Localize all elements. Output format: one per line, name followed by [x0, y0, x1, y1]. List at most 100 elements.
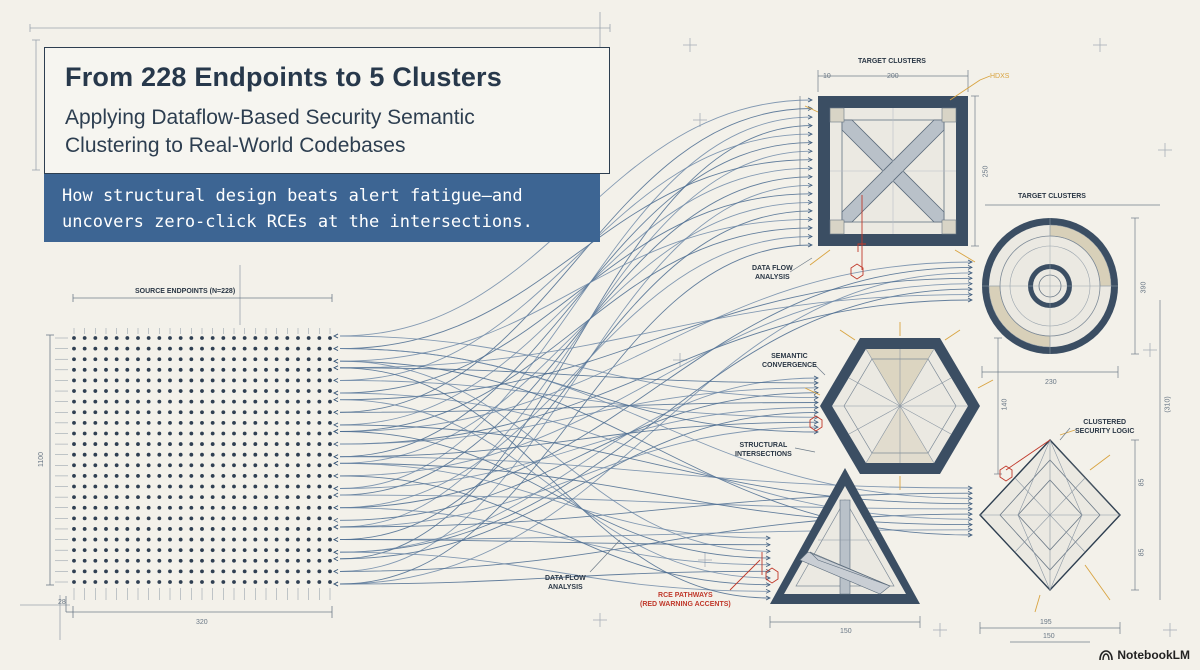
endpoint-dot: [168, 463, 172, 468]
endpoint-dot: [242, 357, 247, 362]
dataflow-line: [339, 218, 813, 362]
endpoint-dot: [72, 463, 76, 468]
flow-source-arrow: [333, 441, 339, 447]
flow-source-arrow: [333, 581, 339, 587]
diamond-gold-leaders: [1034, 429, 1111, 613]
endpoint-dot: [82, 442, 87, 446]
crosshair-mark: [1093, 38, 1107, 52]
endpoint-dot: [317, 569, 322, 574]
endpoint-dot: [296, 357, 300, 362]
endpoint-dot: [189, 484, 194, 489]
endpoint-dot: [274, 495, 279, 500]
endpoint-dot: [157, 367, 162, 372]
flow-arrowhead: [813, 390, 819, 396]
tagline-line-2: uncovers zero-click RCEs at the intersec…: [62, 212, 533, 232]
flow-arrowhead: [807, 182, 813, 188]
square-red-accent: [850, 195, 866, 280]
label-rce-line1: RCE PATHWAYS: [658, 592, 713, 599]
flow-arrowhead: [807, 123, 813, 128]
endpoint-dot: [125, 537, 130, 542]
endpoint-dot: [114, 420, 119, 425]
endpoint-dot: [189, 357, 194, 362]
endpoint-dot: [296, 558, 300, 563]
endpoint-dot: [296, 346, 300, 351]
endpoint-dot: [72, 367, 76, 372]
endpoint-dot: [296, 484, 300, 489]
endpoint-dot: [157, 420, 162, 425]
endpoint-dot: [72, 452, 76, 457]
endpoint-dot: [274, 474, 279, 478]
flow-arrowhead: [813, 405, 819, 410]
endpoint-dot: [328, 537, 332, 542]
endpoint-dot: [221, 378, 226, 383]
flow-arrowhead: [813, 400, 819, 405]
dataflow-line: [339, 402, 819, 413]
endpoint-dot: [253, 558, 258, 563]
flow-source-arrow: [333, 365, 339, 371]
flow-arrowhead: [967, 506, 973, 512]
endpoint-dot: [285, 463, 290, 468]
dim-circle-width: 230: [1045, 379, 1057, 386]
endpoint-dot: [264, 399, 268, 404]
crosshair-mark: [1143, 343, 1157, 357]
endpoint-dot: [221, 527, 226, 531]
endpoint-dot: [93, 442, 98, 446]
crosshair-mark: [1158, 143, 1172, 157]
endpoint-dot: [157, 558, 162, 563]
flow-arrowhead: [807, 131, 813, 137]
endpoint-dot: [82, 527, 87, 531]
endpoint-dot: [168, 346, 172, 351]
endpoint-dot: [157, 495, 162, 500]
endpoint-dot: [264, 537, 268, 542]
endpoint-dot: [253, 442, 258, 446]
endpoint-dot: [232, 346, 236, 351]
endpoint-dot: [253, 537, 258, 542]
endpoint-dot: [285, 367, 290, 372]
flow-source-arrow: [333, 333, 339, 339]
flow-arrowhead: [967, 496, 973, 501]
dataflow-line: [339, 266, 973, 509]
endpoint-dot: [136, 558, 140, 563]
source-grid-frame: [46, 294, 333, 618]
endpoint-dot: [264, 367, 268, 372]
endpoint-dot: [210, 410, 215, 415]
endpoint-dot: [168, 410, 172, 415]
endpoint-dot: [104, 346, 108, 351]
dataflow-line: [339, 431, 771, 559]
dataflow-line: [339, 335, 819, 399]
endpoint-dot: [296, 336, 300, 340]
endpoint-dot: [136, 367, 140, 372]
endpoint-dot: [285, 484, 290, 489]
flow-arrowhead: [807, 191, 813, 197]
endpoint-dot: [93, 452, 98, 457]
endpoint-dot: [146, 399, 151, 404]
brand-watermark: NotebookLM: [1099, 648, 1190, 662]
flow-source-arrow: [333, 454, 339, 460]
endpoint-dot: [104, 558, 108, 563]
label-data-flow-top-line2: ANALYSIS: [754, 274, 790, 281]
endpoint-dot: [285, 548, 290, 553]
endpoint-dot: [82, 484, 87, 489]
endpoint-dot: [328, 442, 332, 446]
endpoint-dot: [274, 580, 279, 584]
endpoint-dot: [189, 516, 194, 521]
endpoint-dot: [82, 389, 87, 393]
label-data-flow-bottom: DATA FLOW ANALYSIS: [545, 574, 586, 592]
crosshair-mark: [683, 38, 697, 52]
endpoint-dot: [317, 548, 322, 553]
endpoint-dot: [221, 505, 226, 510]
endpoint-dot: [242, 346, 247, 351]
dataflow-line: [339, 201, 813, 464]
endpoint-dot: [242, 367, 247, 372]
endpoint-dot: [200, 389, 204, 393]
endpoint-dot: [285, 580, 290, 584]
endpoint-dot: [285, 346, 290, 351]
endpoint-dot: [93, 558, 98, 563]
endpoint-dot: [157, 336, 162, 340]
endpoint-dot: [232, 505, 236, 510]
dataflow-line: [339, 294, 973, 369]
endpoint-dot: [189, 527, 194, 531]
label-structural-line1: STRUCTURAL: [739, 442, 788, 449]
endpoint-dot: [157, 389, 162, 393]
